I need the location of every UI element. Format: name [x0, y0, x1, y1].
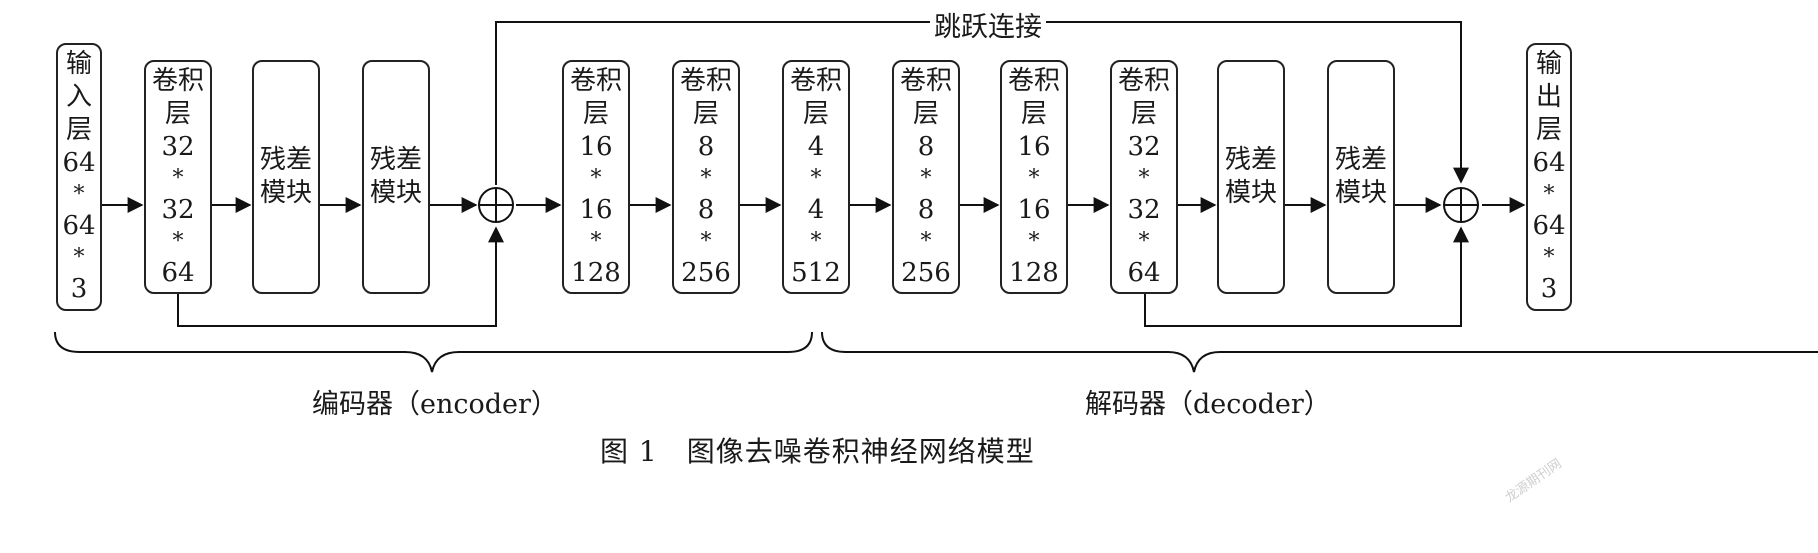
box-text-line: * [1138, 165, 1150, 191]
box-text-line: * [172, 228, 184, 254]
box-text-line: 入 [65, 82, 92, 112]
box-text-line: 输 [1535, 49, 1562, 79]
box-text-line: 卷积 [151, 65, 204, 96]
box-text-line: 残差 [1224, 145, 1277, 175]
box-text-line: 512 [791, 257, 841, 288]
box-text-line: 卷积 [789, 65, 842, 96]
box-text-line: 64 [62, 211, 96, 241]
box-text-line: * [920, 228, 932, 254]
box-text-line: 层 [1535, 115, 1562, 145]
box-text-line: 层 [1020, 98, 1047, 129]
box-text-line: 3 [1540, 274, 1558, 304]
box-text-line: * [810, 165, 822, 191]
residual-decoder-line [1144, 226, 1469, 327]
box-text-line: 8 [697, 194, 715, 225]
box-text-line: 层 [164, 98, 191, 129]
box-text-line: * [590, 228, 602, 254]
box-text-line: 卷积 [569, 65, 622, 96]
box-text-line: * [1138, 228, 1150, 254]
encoder-label: 编码器（encoder） [312, 382, 558, 421]
box-text-line: 模块 [1334, 178, 1387, 208]
adder-decoder [1443, 187, 1479, 223]
box-text-line: 4 [807, 194, 825, 225]
box-text-line: 8 [697, 131, 715, 162]
box-text-line: 层 [692, 98, 719, 129]
box-text-line: 32 [161, 131, 195, 162]
box-text-line: 32 [161, 194, 195, 225]
box-text-line: 64 [1127, 257, 1161, 288]
box-text-line: 输 [65, 49, 92, 79]
box-text-line: 8 [917, 131, 935, 162]
figure-caption: 图 1 图像去噪卷积神经网络模型 [600, 435, 1035, 468]
box-text-line: 卷积 [1117, 65, 1170, 96]
box-text-line: 16 [1017, 194, 1051, 225]
box-text-line: 64 [1532, 211, 1566, 241]
box-text-line: 64 [161, 257, 195, 288]
box-text-line: 32 [1127, 194, 1161, 225]
box-text-line: * [700, 228, 712, 254]
box-text-line: * [1543, 245, 1555, 270]
box-text-line: 128 [571, 257, 621, 288]
box-text-line: 残差 [259, 145, 312, 175]
box-text-line: 8 [917, 194, 935, 225]
box-text-line: 层 [802, 98, 829, 129]
box-text-line: 4 [807, 131, 825, 162]
box-text-line: 模块 [369, 178, 422, 208]
box-text-line: * [172, 165, 184, 191]
box-text-line: 卷积 [1007, 65, 1060, 96]
box-text-line: 3 [70, 274, 88, 304]
box-text-line: 32 [1127, 131, 1161, 162]
box-text-line: 残差 [1334, 145, 1387, 175]
skip-connection-line [495, 21, 1469, 185]
residual-block-box-4: 残差模块 [1327, 60, 1395, 294]
box-text-line: * [73, 245, 85, 270]
box-text-line: 256 [901, 257, 951, 288]
brace-encoder [54, 331, 813, 373]
box-text-line: * [1028, 165, 1040, 191]
box-text-line: 层 [65, 115, 92, 145]
box-text-line: 16 [579, 194, 613, 225]
box-text-line: 模块 [259, 178, 312, 208]
box-text-line: 卷积 [899, 65, 952, 96]
residual-block-box-2: 残差模块 [362, 60, 430, 294]
box-text-line: 16 [1017, 131, 1051, 162]
box-text-line: * [1543, 182, 1555, 207]
residual-block-box-3: 残差模块 [1217, 60, 1285, 294]
box-text-line: 层 [1130, 98, 1157, 129]
box-text-line: * [73, 182, 85, 207]
residual-block-box-1: 残差模块 [252, 60, 320, 294]
residual-encoder-line [177, 226, 504, 327]
decoder-label: 解码器（decoder） [1085, 382, 1331, 421]
box-text-line: 出 [1535, 82, 1562, 112]
box-text-line: * [1028, 228, 1040, 254]
box-text-line: * [920, 165, 932, 191]
brace-decoder [821, 331, 1818, 373]
box-text-line: 64 [62, 148, 96, 178]
adder-encoder [478, 187, 514, 223]
box-text-line: 256 [681, 257, 731, 288]
box-text-line: * [590, 165, 602, 191]
box-text-line: 128 [1009, 257, 1059, 288]
skip-connection-label: 跳跃连接 [930, 5, 1046, 44]
box-text-line: * [700, 165, 712, 191]
box-text-line: 16 [579, 131, 613, 162]
box-text-line: 卷积 [679, 65, 732, 96]
box-text-line: 64 [1532, 148, 1566, 178]
box-text-line: 层 [582, 98, 609, 129]
box-text-line: 残差 [369, 145, 422, 175]
box-text-line: 层 [912, 98, 939, 129]
box-text-line: * [810, 228, 822, 254]
box-text-line: 模块 [1224, 178, 1277, 208]
